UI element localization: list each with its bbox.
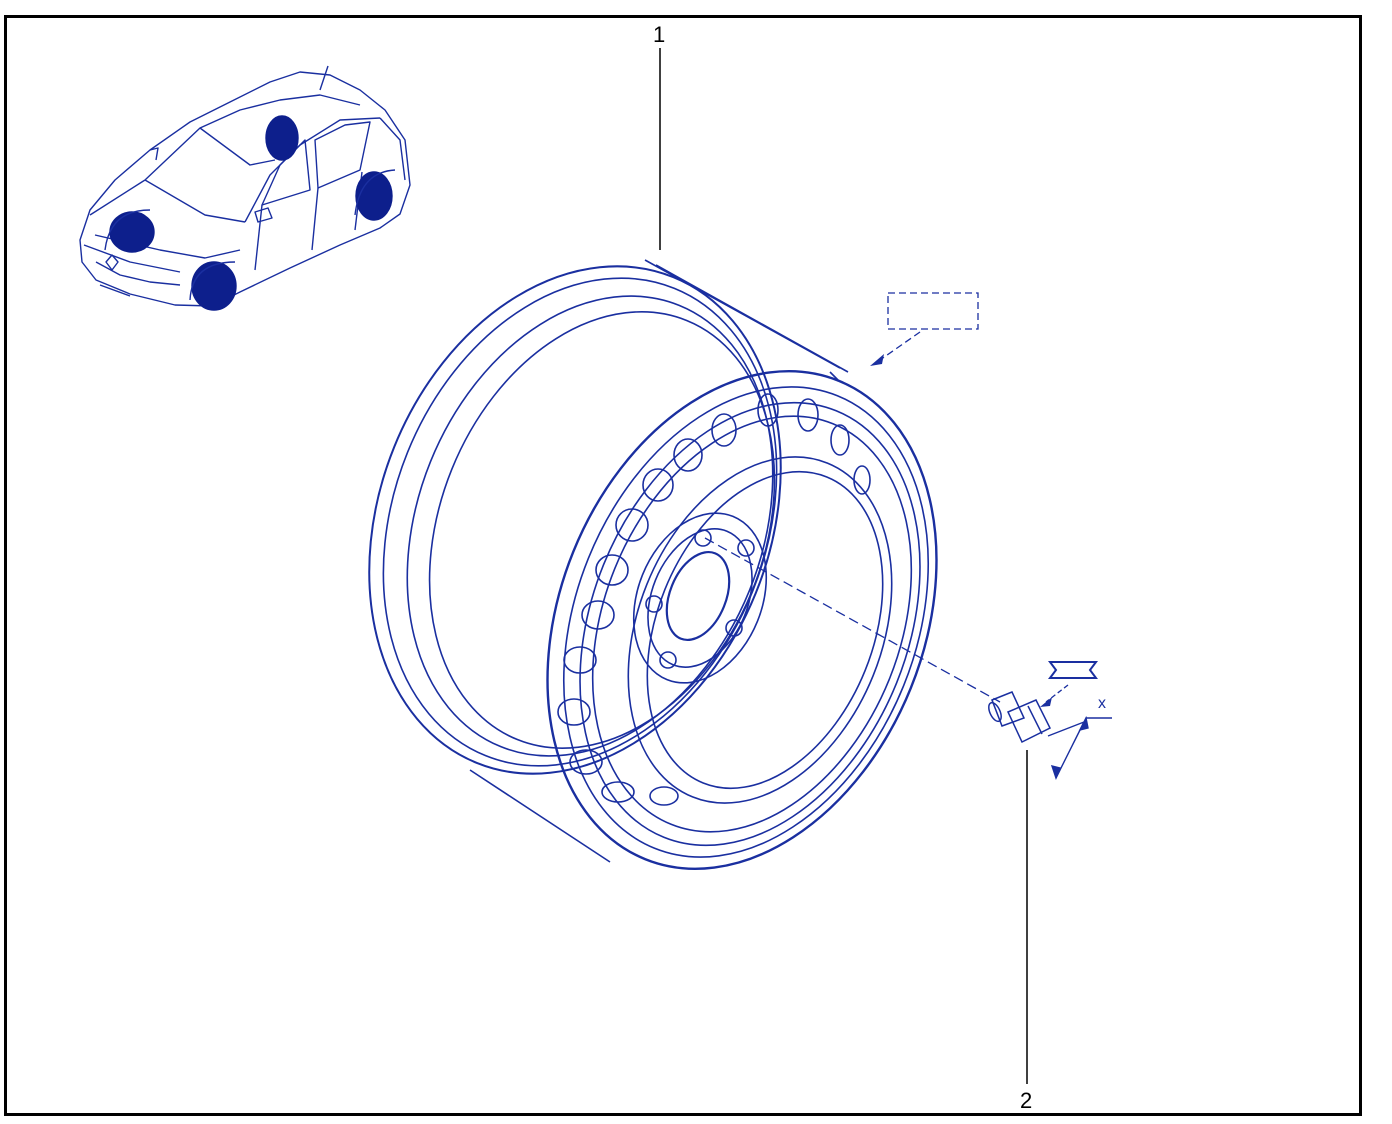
wheel-rim (368, 259, 938, 870)
bolt-axis (704, 537, 1001, 703)
note-box-icon (870, 292, 979, 366)
callout-label-1: 1 (653, 22, 666, 47)
bolt-length-dimension (1047, 715, 1112, 781)
vent-holes (557, 393, 871, 806)
callout-label-2: 2 (1020, 1088, 1033, 1113)
car-overview-icon (79, 65, 411, 311)
wheel-bolt (988, 691, 1052, 744)
dimension-label: x (1098, 695, 1106, 712)
bolt-note-icon (1040, 661, 1098, 707)
